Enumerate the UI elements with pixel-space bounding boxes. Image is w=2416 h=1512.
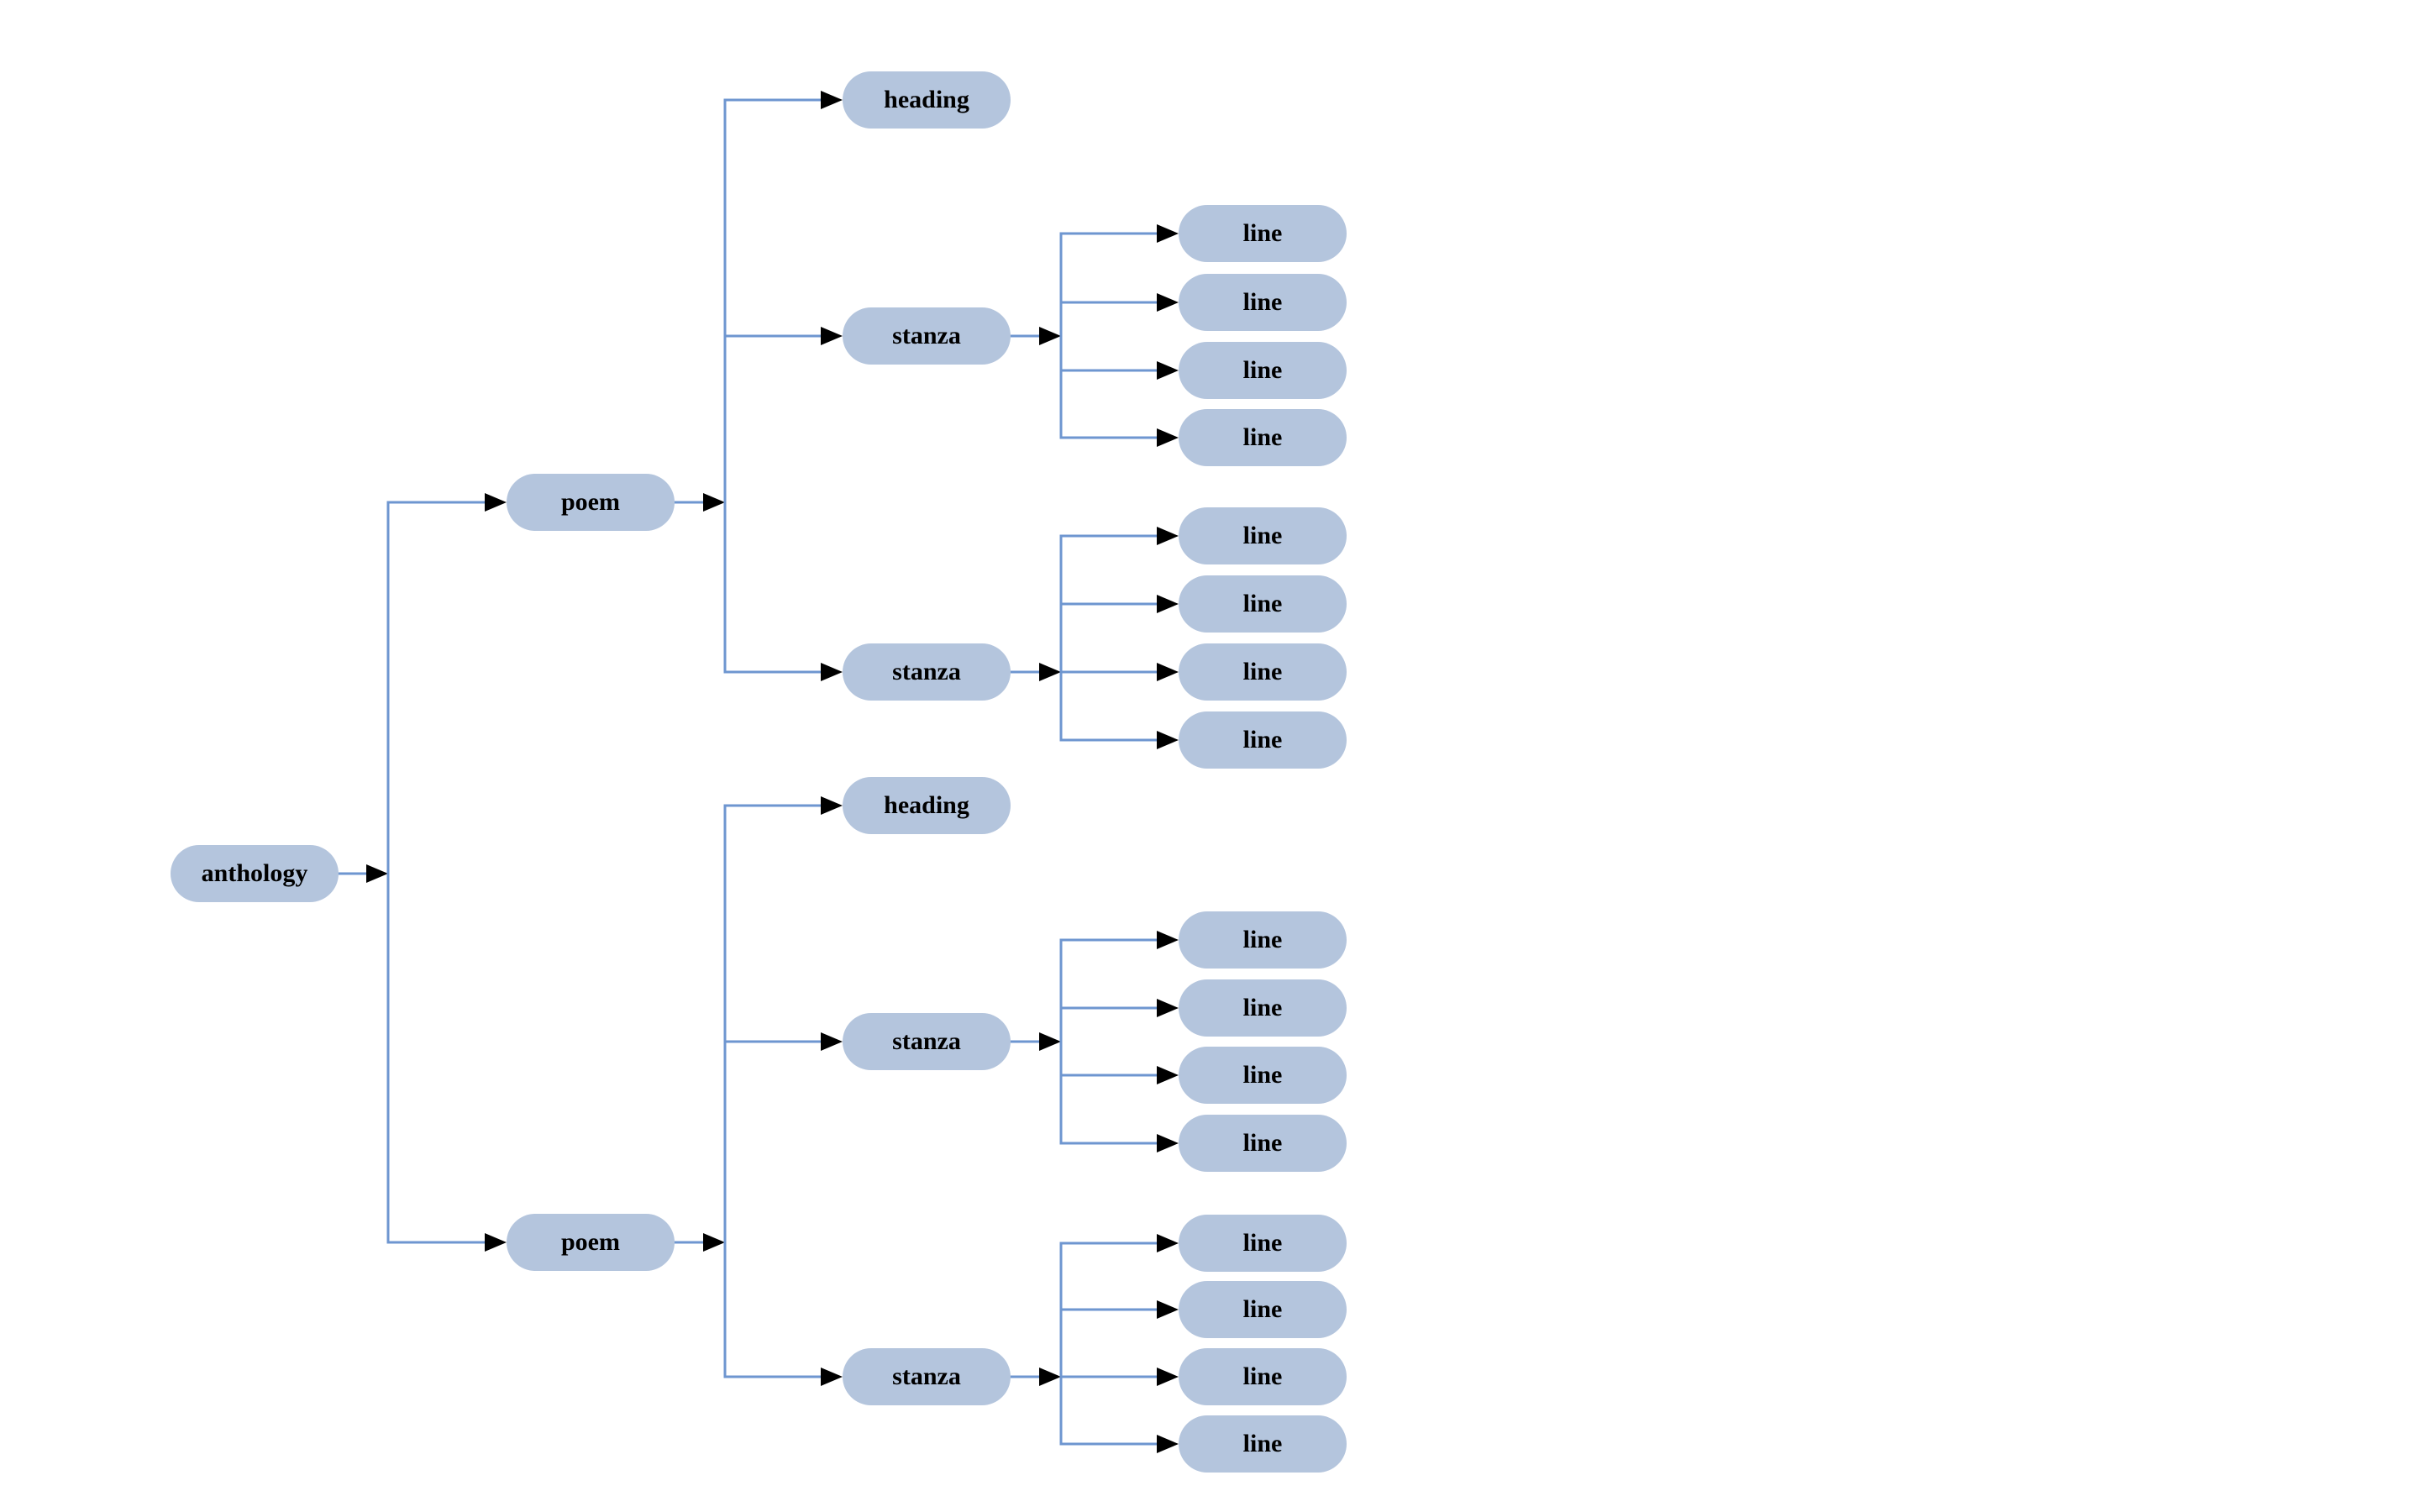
arrowhead-icon [703, 493, 725, 512]
tree-node-label: poem [561, 1228, 620, 1256]
tree-node-poem-2: poem [507, 1214, 675, 1271]
tree-node-label: line [1242, 1061, 1283, 1089]
arrowhead-icon [1157, 428, 1179, 447]
tree-node-label: line [1242, 926, 1283, 953]
arrowhead-icon [821, 327, 843, 345]
arrowhead-icon [1157, 999, 1179, 1017]
tree-node-line-2-3: line [1179, 643, 1347, 701]
arrowhead-icon [1157, 527, 1179, 545]
arrowhead-icon [1157, 595, 1179, 613]
tree-node-label: stanza [892, 658, 961, 685]
arrowhead-icon [1157, 931, 1179, 949]
tree-node-line-3-4: line [1179, 1115, 1347, 1172]
tree-node-label: stanza [892, 1362, 961, 1390]
tree-node-line-1-1: line [1179, 205, 1347, 262]
tree-node-label: heading [884, 86, 969, 113]
tree-node-heading-2: heading [843, 777, 1011, 834]
tree-node-line-1-2: line [1179, 274, 1347, 331]
tree-node-label: line [1242, 356, 1283, 384]
arrowhead-icon [366, 864, 388, 883]
tree-node-label: line [1242, 1295, 1283, 1323]
arrowhead-icon [1157, 1300, 1179, 1319]
arrowhead-icon [1157, 1435, 1179, 1453]
tree-node-line-4-1: line [1179, 1215, 1347, 1272]
tree-node-label: line [1242, 522, 1283, 549]
arrowhead-icon [1157, 224, 1179, 243]
tree-node-label: line [1242, 1430, 1283, 1457]
arrowhead-icon [1157, 1134, 1179, 1152]
tree-node-label: line [1242, 590, 1283, 617]
tree-node-poem-1: poem [507, 474, 675, 531]
arrowhead-icon [1039, 1368, 1061, 1386]
tree-node-label: line [1242, 288, 1283, 316]
arrowhead-icon [703, 1233, 725, 1252]
tree-node-line-1-3: line [1179, 342, 1347, 399]
tree-node-label: line [1242, 1229, 1283, 1257]
tree-node-line-2-4: line [1179, 711, 1347, 769]
arrowhead-icon [1157, 663, 1179, 681]
tree-node-line-4-2: line [1179, 1281, 1347, 1338]
arrowhead-icon [1157, 1368, 1179, 1386]
tree-node-line-3-3: line [1179, 1047, 1347, 1104]
tree-node-line-3-1: line [1179, 911, 1347, 969]
arrowhead-icon [1157, 1066, 1179, 1084]
arrowhead-icon [1157, 361, 1179, 380]
arrowhead-icon [821, 91, 843, 109]
tree-node-line-4-4: line [1179, 1415, 1347, 1473]
tree-node-label: line [1242, 219, 1283, 247]
tree-node-stanza-2: stanza [843, 643, 1011, 701]
tree-node-line-2-1: line [1179, 507, 1347, 564]
arrowhead-icon [821, 1032, 843, 1051]
tree-node-label: line [1242, 1362, 1283, 1390]
tree-node-label: line [1242, 423, 1283, 451]
arrowhead-icon [1157, 731, 1179, 749]
arrowhead-icon [1039, 663, 1061, 681]
tree-node-label: line [1242, 658, 1283, 685]
arrowhead-icon [485, 493, 507, 512]
arrowhead-icon [821, 796, 843, 815]
tree-node-stanza-3: stanza [843, 1013, 1011, 1070]
tree-node-line-4-3: line [1179, 1348, 1347, 1405]
tree-node-label: line [1242, 726, 1283, 753]
tree-node-stanza-4: stanza [843, 1348, 1011, 1405]
tree-node-label: anthology [201, 859, 308, 887]
arrowhead-icon [1157, 293, 1179, 312]
tree-node-label: stanza [892, 322, 961, 349]
tree-node-label: poem [561, 488, 620, 516]
arrowhead-icon [1157, 1234, 1179, 1252]
tree-node-line-1-4: line [1179, 409, 1347, 466]
tree-node-label: heading [884, 791, 969, 819]
arrowhead-icon [821, 663, 843, 681]
tree-node-stanza-1: stanza [843, 307, 1011, 365]
tree-node-label: line [1242, 1129, 1283, 1157]
tree-node-label: line [1242, 994, 1283, 1021]
tree-node-line-2-2: line [1179, 575, 1347, 633]
arrowhead-icon [821, 1368, 843, 1386]
tree-node-heading-1: heading [843, 71, 1011, 129]
tree-node-anthology: anthology [171, 845, 339, 902]
tree-node-line-3-2: line [1179, 979, 1347, 1037]
tree-node-label: stanza [892, 1027, 961, 1055]
arrowhead-icon [1039, 1032, 1061, 1051]
arrowhead-icon [1039, 327, 1061, 345]
arrowhead-icon [485, 1233, 507, 1252]
